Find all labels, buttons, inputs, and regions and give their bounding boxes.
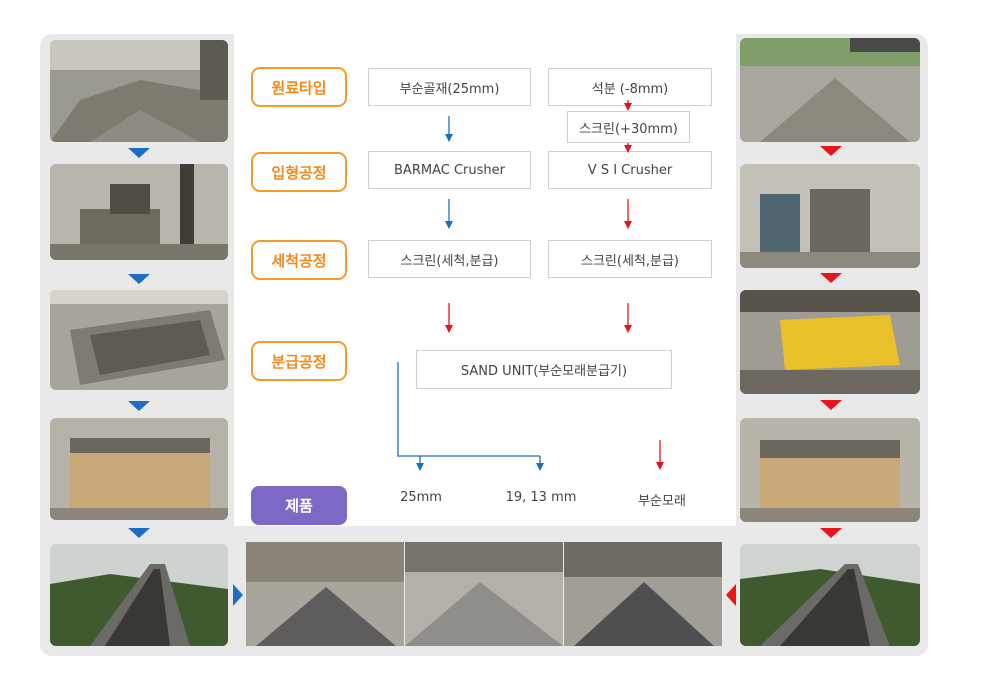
photo-right-conveyor (740, 544, 920, 646)
down-arrow-right-2 (820, 273, 842, 283)
photo-product-sand (564, 542, 722, 646)
stage-product: 제품 (251, 486, 347, 525)
photo-left-stockpile (50, 40, 228, 142)
stage-classifying: 분급공정 (251, 341, 347, 381)
down-arrow-left-4 (128, 528, 150, 538)
right-arrow-to-products (233, 584, 243, 606)
down-arrow-right-1 (820, 146, 842, 156)
down-arrow-left-3 (128, 401, 150, 411)
box-sand-unit: SAND UNIT(부순모래분급기) (416, 350, 672, 389)
product-25mm: 25mm (400, 490, 442, 505)
photo-right-vsi (740, 164, 920, 268)
down-arrow-left-1 (128, 148, 150, 158)
photo-left-sand-unit (50, 418, 228, 520)
photo-right-sand-unit (740, 418, 920, 522)
photo-right-stockpile (740, 38, 920, 142)
box-right-screen: 스크린(세척,분급) (548, 240, 712, 278)
photo-product-25mm (246, 542, 404, 646)
photo-product-19-13mm (405, 542, 563, 646)
process-panel (234, 34, 736, 526)
down-arrow-right-4 (820, 528, 842, 538)
product-crushed-sand: 부순모래 (638, 494, 686, 509)
left-arrow-to-products (726, 584, 736, 606)
down-arrow-left-2 (128, 274, 150, 284)
box-right-raw: 석분 (-8mm) (548, 68, 712, 106)
down-arrow-right-3 (820, 400, 842, 410)
box-right-crusher: V S I Crusher (548, 151, 712, 189)
box-left-raw: 부순골재(25mm) (368, 68, 531, 106)
box-right-prescreen: 스크린(+30mm) (567, 111, 690, 143)
photo-left-conveyor (50, 544, 228, 646)
stage-shaping: 입형공정 (251, 152, 347, 192)
box-left-screen: 스크린(세척,분급) (368, 240, 531, 278)
photo-right-screen (740, 290, 920, 394)
product-19-13mm: 19, 13 mm (505, 490, 577, 505)
stage-washing: 세척공정 (251, 240, 347, 280)
photo-left-screen (50, 290, 228, 390)
box-left-crusher: BARMAC Crusher (368, 151, 531, 189)
photo-left-barmac (50, 164, 228, 260)
stage-raw-type: 원료타입 (251, 67, 347, 107)
